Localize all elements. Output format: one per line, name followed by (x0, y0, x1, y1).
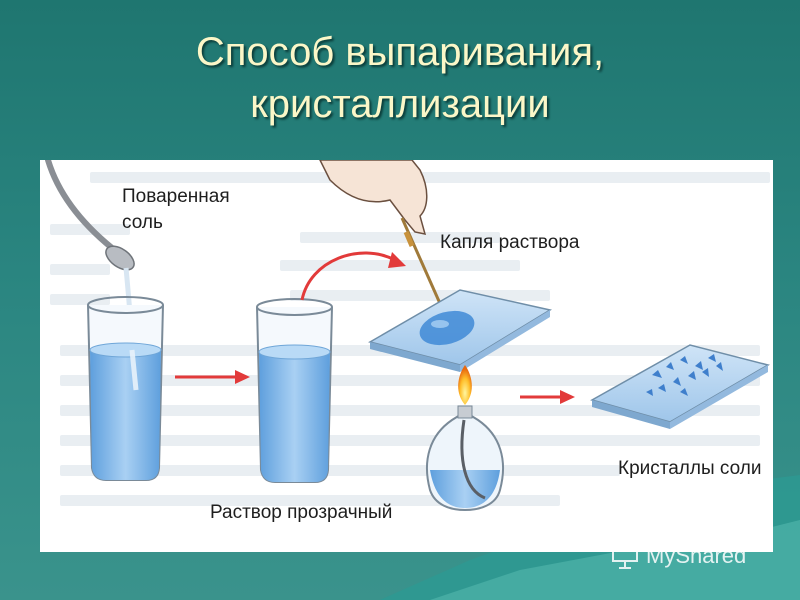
background-text (50, 294, 110, 305)
background-text (60, 375, 760, 386)
presentation-icon (612, 544, 638, 569)
background-text (300, 232, 500, 243)
background-text (50, 264, 110, 275)
background-text (60, 405, 760, 416)
glass-with-solution-icon (256, 298, 333, 483)
drop-label: Капля раствора (440, 232, 580, 253)
crystals-label: Кристаллы соли (618, 458, 762, 479)
salt-label-line-1: Поваренная (122, 186, 230, 207)
arrow-right-icon (520, 390, 575, 404)
watermark: MyShared (610, 540, 746, 572)
title-line-1: Способ выпаривания, (195, 30, 605, 74)
salt-label-line-2: соль (122, 212, 163, 233)
background-text (60, 435, 760, 446)
watermark-text: MyShared (646, 543, 747, 568)
background-text (90, 172, 770, 183)
glass-with-salt-icon (87, 296, 164, 481)
glass-plate-with-crystals-icon (590, 344, 770, 429)
background-text (290, 290, 550, 301)
glass-plate-with-drop-icon (368, 289, 552, 372)
solution-label: Раствор прозрачный (210, 502, 393, 523)
title-line-2: кристаллизации (250, 82, 550, 126)
hand-with-pipette-icon (319, 160, 444, 309)
alcohol-burner-icon (426, 365, 504, 512)
experiment-scene (45, 160, 770, 512)
spoon-icon (45, 160, 135, 271)
background-text (60, 495, 560, 506)
curved-arrow-icon (300, 251, 406, 301)
slide-title: Способ выпаривания, кристаллизации (0, 26, 800, 130)
illustration-panel: Поваренная соль Капля раствора Раствор п… (40, 160, 773, 552)
arrow-right-icon (175, 370, 250, 384)
background-text (60, 465, 620, 476)
